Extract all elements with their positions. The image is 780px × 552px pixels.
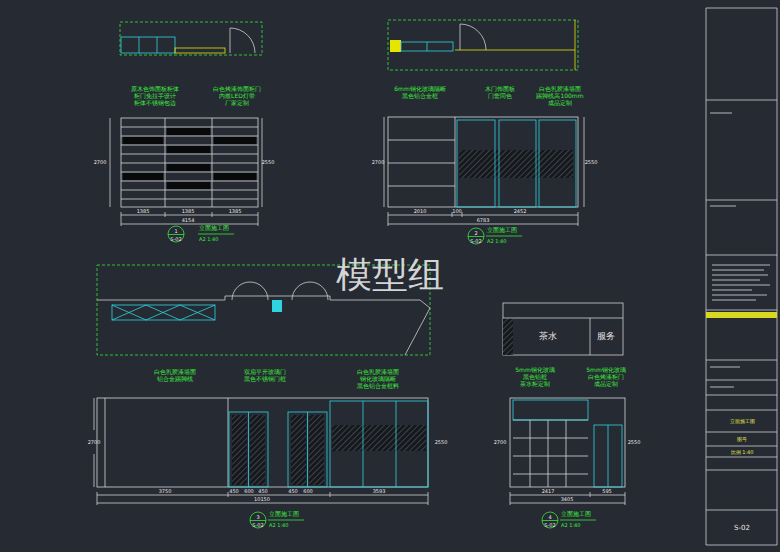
drawing-label: S-02 [252, 522, 263, 527]
plan-1 [120, 22, 262, 55]
drawing-label: 立面施工图 [199, 226, 229, 232]
drawing-label: 柜门免拉手设计 [134, 93, 176, 99]
watermark: 模型组 [336, 257, 444, 293]
drawing-label: 450 [258, 489, 268, 494]
drawing-label: 2452 [514, 209, 527, 214]
drawing-label: 茶水柜定制 [520, 381, 550, 387]
drawing-label: 2417 [542, 489, 555, 494]
drawing-label: 600 [244, 489, 254, 494]
drawing-label: 白色烤漆饰面柜门 [213, 86, 261, 92]
elevation-3 [97, 398, 428, 487]
drawing-label: 1385 [182, 209, 195, 214]
elevation-1 [121, 118, 258, 207]
drawing-label: 5mm钢化玻璃 [586, 367, 626, 373]
drawing-label: A2 1:40 [269, 523, 288, 528]
drawing-label: 立面施工图 [269, 512, 299, 518]
drawing-label: 595 [602, 489, 612, 494]
plan-4 [503, 303, 623, 355]
drawing-label: 5mm钢化玻璃 [515, 367, 555, 373]
drawing-label: 4154 [182, 217, 195, 222]
drawing-label: 门套同色 [488, 93, 512, 99]
dimension-lines [110, 118, 262, 242]
drawing-label: 2010 [414, 209, 427, 214]
drawing-label: 3593 [373, 489, 386, 494]
drawing-label: 成品定制 [594, 381, 618, 387]
drawing-label: 6783 [477, 217, 490, 222]
drawing-label: A2 1:40 [561, 523, 580, 528]
drawing-label: 6mm钢化玻璃隔断 [394, 86, 446, 92]
drawing-label: S-02 [470, 238, 481, 243]
drawing-label: 立面施工图 [561, 512, 591, 518]
drawing-label: 白色乳胶漆墙面 [539, 86, 581, 92]
drawing-label: S-02 [544, 522, 555, 527]
drawing-label: 服务 [597, 332, 615, 341]
drawing-label: 2700 [372, 160, 385, 165]
drawing-label: 茶水 [539, 332, 557, 341]
drawing-label: A2 1:40 [487, 239, 506, 244]
drawing-label: 450 [288, 489, 298, 494]
drawing-label: 木门饰面板 [485, 86, 515, 92]
drawing-label: 双扇平开玻璃门 [244, 369, 286, 375]
drawing-label: 2 [474, 230, 477, 235]
elevation-2 [388, 117, 578, 207]
drawing-label: 黑色铝合金框料 [357, 383, 399, 389]
elevation-4 [510, 398, 625, 487]
drawing-label: 1385 [229, 209, 242, 214]
drawing-label: 600 [303, 489, 313, 494]
drawing-label: 原木色饰面板柜体 [131, 86, 179, 92]
drawing-label: 2700 [494, 440, 507, 445]
plan-2 [388, 20, 578, 70]
drawing-label: 3 [256, 514, 259, 519]
drawing-label: 1385 [137, 209, 150, 214]
drawing-label: 2700 [88, 440, 101, 445]
drawing-label: 柜体不锈钢包边 [134, 100, 176, 106]
drawing-label: 白色乳胶漆墙面 [154, 369, 196, 375]
drawing-label: 2550 [628, 440, 641, 445]
drawing-label: 踢脚线高100mm [536, 93, 583, 99]
drawing-label: 立面施工图 [730, 419, 755, 424]
drawing-label: 1 [174, 228, 177, 233]
drawing-label: 10150 [254, 497, 270, 502]
drawing-label: 成品定制 [548, 100, 572, 106]
drawing-label: 450 [229, 489, 239, 494]
drawing-label: 3405 [561, 497, 574, 502]
drawing-label: 立面施工图 [487, 228, 517, 234]
title-block [706, 8, 777, 545]
drawing-label: 比例 1:40 [731, 449, 754, 454]
drawing-label: 2550 [435, 440, 448, 445]
drawing-label: 图号 [737, 437, 747, 442]
drawing-label: 2550 [262, 160, 275, 165]
drawing-label: 2700 [94, 160, 107, 165]
drawing-label: 白色乳胶漆墙面 [357, 369, 399, 375]
drawing-label: 黑色铝框 [523, 374, 547, 380]
drawing-label: 铝合金踢脚线 [157, 376, 193, 382]
drawing-label: 4 [548, 514, 551, 519]
drawing-label: 100 [452, 209, 462, 214]
drawing-label: S-02 [734, 525, 750, 532]
drawing-label: 2550 [585, 160, 598, 165]
drawing-label: 黑色不锈钢门框 [244, 376, 286, 382]
drawing-label: S-02 [170, 236, 181, 241]
drawing-label: 钢化玻璃隔断 [360, 376, 396, 382]
drawing-label: 内嵌LED灯带 [219, 93, 255, 99]
drawing-label: 厂家定制 [225, 100, 249, 106]
drawing-label: A2 1:40 [199, 237, 218, 242]
drawing-label: 白色烤漆柜门 [588, 374, 624, 380]
drawing-label: 黑色铝合金框 [402, 93, 438, 99]
drawing-label: 3750 [159, 489, 172, 494]
